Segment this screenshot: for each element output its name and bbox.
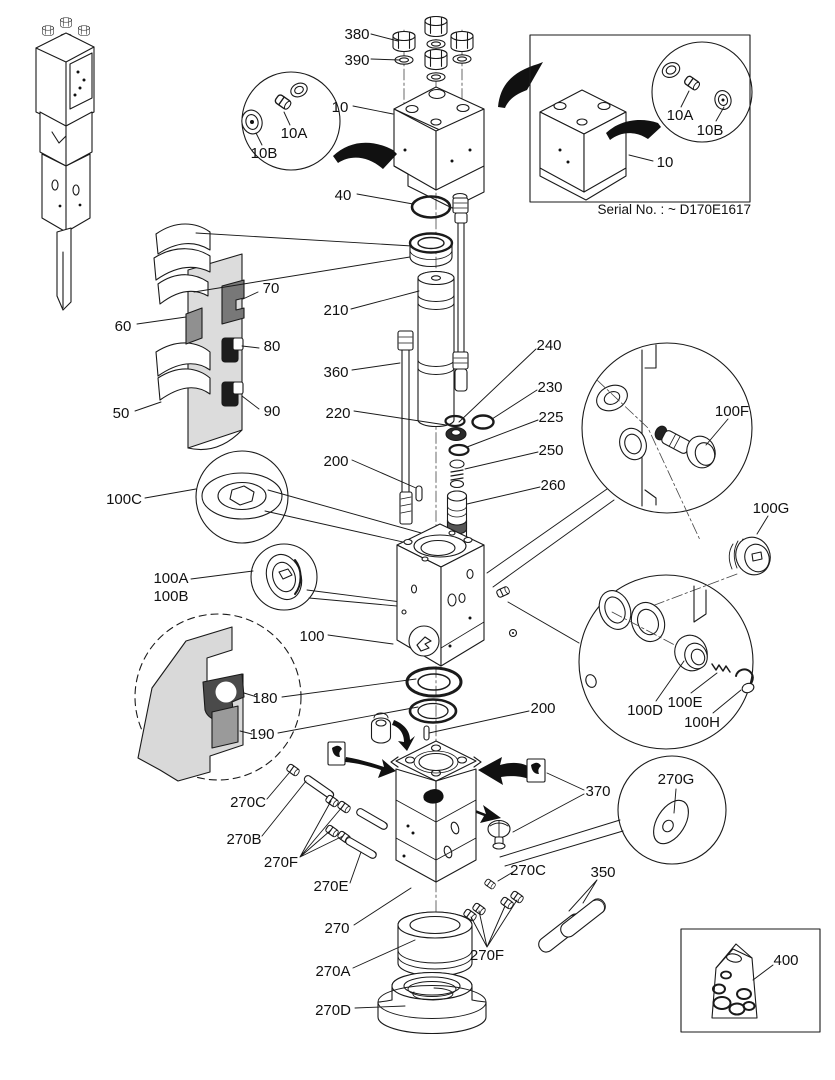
label-100E: 100E bbox=[667, 694, 702, 711]
bushing-270D bbox=[377, 971, 487, 1035]
membrane-parts-370 bbox=[327, 741, 546, 850]
arrow-cup-to-flange bbox=[392, 720, 415, 751]
label-90: 90 bbox=[264, 403, 281, 420]
serial-inset-box bbox=[529, 34, 753, 203]
label-270C-upper: 270C bbox=[230, 794, 266, 811]
label-210: 210 bbox=[323, 302, 348, 319]
label-270B: 270B bbox=[226, 831, 261, 848]
label-50: 50 bbox=[113, 405, 130, 422]
bushing-270A bbox=[397, 911, 473, 977]
part-labels: 380 390 10 40 210 360 220 240 230 225 25… bbox=[106, 26, 798, 1019]
nut-stack bbox=[392, 15, 474, 82]
seal-kit-box-400 bbox=[680, 928, 821, 1033]
label-40: 40 bbox=[335, 187, 352, 204]
label-270G: 270G bbox=[658, 771, 695, 788]
label-350: 350 bbox=[590, 864, 615, 881]
label-80: 80 bbox=[264, 338, 281, 355]
rings-and-valves bbox=[415, 414, 495, 543]
label-60: 60 bbox=[115, 318, 132, 335]
label-100B: 100B bbox=[153, 588, 188, 605]
label-100D: 100D bbox=[627, 702, 663, 719]
ring-225 bbox=[448, 443, 470, 457]
seal-ring-stack bbox=[408, 232, 454, 268]
body-logo-mark bbox=[408, 625, 440, 657]
arrow-left-to-flange bbox=[345, 757, 396, 778]
arrow-block-to-callout bbox=[606, 120, 661, 140]
callout-circle-100AB bbox=[250, 543, 421, 611]
callout-circle-100C bbox=[195, 450, 465, 554]
label-70: 70 bbox=[263, 280, 280, 297]
seal-190-section bbox=[211, 705, 239, 749]
arrow-callout-to-block bbox=[333, 142, 397, 169]
label-10B-box: 10B bbox=[697, 122, 724, 139]
label-240: 240 bbox=[536, 337, 561, 354]
label-10-box: 10 bbox=[657, 154, 674, 171]
label-270F-lower: 270F bbox=[470, 947, 504, 964]
label-100H: 100H bbox=[684, 714, 720, 731]
breaker-overview-drawing bbox=[35, 17, 95, 311]
callout-circle-100DEH bbox=[578, 574, 755, 750]
label-270C-lower: 270C bbox=[510, 862, 546, 879]
label-10A-left: 10A bbox=[281, 125, 308, 142]
label-100F: 100F bbox=[715, 403, 749, 420]
label-390: 390 bbox=[344, 52, 369, 69]
spring-100E bbox=[711, 663, 731, 673]
callout-circle-10AB bbox=[241, 71, 341, 171]
seal-60 bbox=[185, 307, 203, 345]
label-225: 225 bbox=[538, 409, 563, 426]
o-ring-40 bbox=[410, 195, 452, 219]
seal-70 bbox=[221, 279, 245, 325]
callout-circle-100F bbox=[581, 342, 753, 541]
pin-200-lower bbox=[423, 725, 430, 741]
label-380: 380 bbox=[344, 26, 369, 43]
valve-body-100 bbox=[396, 488, 615, 667]
seal-rings-180-190 bbox=[405, 666, 463, 724]
label-180: 180 bbox=[252, 690, 277, 707]
label-200-lower: 200 bbox=[530, 700, 555, 717]
label-370: 370 bbox=[585, 783, 610, 800]
label-100C: 100C bbox=[106, 491, 142, 508]
cup-plug bbox=[370, 712, 392, 744]
label-190: 190 bbox=[249, 726, 274, 743]
side-rod-360 bbox=[397, 330, 414, 525]
label-250: 250 bbox=[538, 442, 563, 459]
piston-210 bbox=[417, 270, 455, 428]
label-270A: 270A bbox=[315, 963, 350, 980]
valve-block-10 bbox=[393, 86, 485, 209]
label-230: 230 bbox=[537, 379, 562, 396]
valve-250 bbox=[449, 459, 465, 489]
pin-200-upper bbox=[415, 485, 423, 502]
label-10A-box: 10A bbox=[667, 107, 694, 124]
label-100A: 100A bbox=[153, 570, 188, 587]
label-360: 360 bbox=[323, 364, 348, 381]
label-100: 100 bbox=[299, 628, 324, 645]
label-10: 10 bbox=[332, 99, 349, 116]
label-270: 270 bbox=[324, 920, 349, 937]
o-ring-230 bbox=[471, 414, 495, 430]
serial-number-text: Serial No. : ~ D170E1617 bbox=[598, 202, 751, 217]
label-100G: 100G bbox=[753, 500, 790, 517]
membrane-in-flange bbox=[423, 789, 444, 804]
plug-100G bbox=[651, 536, 771, 607]
cylinder-body-270 bbox=[390, 740, 482, 883]
callout-circle-270G bbox=[499, 755, 727, 867]
label-270D: 270D bbox=[315, 1002, 351, 1019]
label-10B-left: 10B bbox=[251, 145, 278, 162]
label-270E: 270E bbox=[313, 878, 348, 895]
seal-detail-dashed-circle bbox=[134, 613, 302, 782]
label-270F-upper: 270F bbox=[264, 854, 298, 871]
ring-240 bbox=[444, 414, 466, 428]
label-220: 220 bbox=[325, 405, 350, 422]
right-tie-rod bbox=[452, 192, 469, 392]
label-260: 260 bbox=[540, 477, 565, 494]
pins-fittings-upper bbox=[285, 762, 390, 861]
arrow-to-serial-box bbox=[498, 62, 543, 108]
valve-260 bbox=[446, 490, 468, 543]
label-200-upper: 200 bbox=[323, 453, 348, 470]
leader-lines bbox=[134, 33, 774, 1009]
seal-holder-block bbox=[153, 223, 413, 451]
arrow-right-to-flange bbox=[478, 757, 531, 785]
label-400: 400 bbox=[773, 952, 798, 969]
